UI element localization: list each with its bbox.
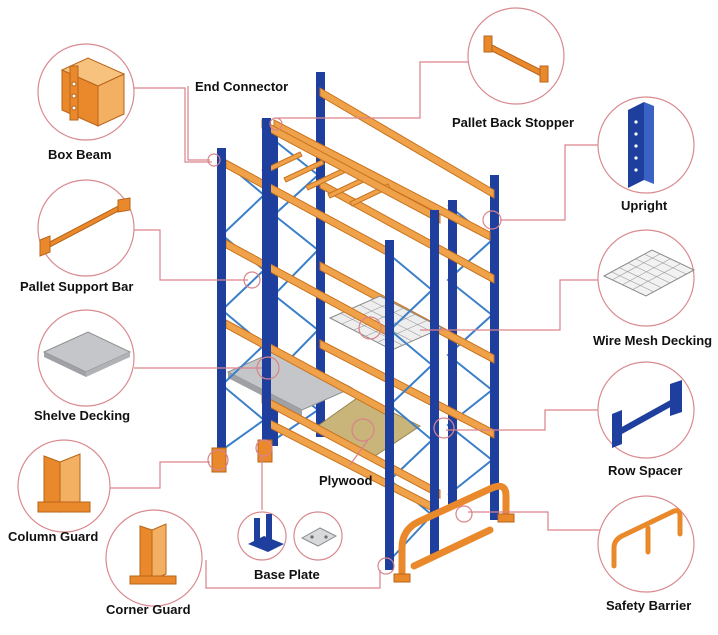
safety-barrier-icon [611, 508, 683, 569]
upright-back-left [269, 72, 325, 446]
label-end-connector: End Connector [195, 79, 289, 94]
label-safety-barrier: Safety Barrier [606, 598, 692, 613]
upright-front-right [385, 210, 439, 570]
label-base-plate: Base Plate [254, 567, 320, 582]
label-shelve-decking: Shelve Decking [34, 408, 131, 423]
callout-pallet-back-stopper [467, 7, 565, 105]
column-guard-icon [37, 453, 91, 513]
rack-safety-barrier [398, 482, 510, 582]
upright-front-left [217, 118, 271, 466]
callout-base-plate-a [237, 511, 287, 561]
label-row-spacer: Row Spacer [608, 463, 683, 478]
pallet-back-stopper-icon [483, 35, 549, 83]
rack-structure [211, 72, 515, 583]
pallet-support-bar-icon [39, 197, 131, 257]
shelve-decking-icon [42, 331, 132, 377]
label-corner-guard: Corner Guard [106, 602, 191, 617]
rack-column-guards [211, 439, 273, 473]
row-spacer-icon [612, 380, 682, 448]
label-wire-mesh-decking: Wire Mesh Decking [593, 333, 713, 348]
pointer-circles [207, 117, 502, 575]
upright-back-right [448, 175, 499, 520]
base-plate-metal-icon [300, 527, 338, 547]
box-beam-icon [60, 57, 126, 127]
leader-lines [108, 61, 600, 589]
label-box-beam: Box Beam [48, 147, 112, 162]
corner-guard-icon [129, 523, 177, 585]
base-plate-icon [248, 514, 284, 552]
label-column-guard: Column Guard [8, 529, 99, 544]
upright-icon [628, 102, 654, 188]
label-pallet-support-bar: Pallet Support Bar [20, 279, 134, 294]
label-plywood: Plywood [319, 473, 373, 488]
label-pallet-back-stopper: Pallet Back Stopper [452, 115, 575, 130]
plywood-deck [311, 395, 421, 459]
label-upright: Upright [621, 198, 668, 213]
wire-mesh-decking-icon [602, 249, 696, 297]
